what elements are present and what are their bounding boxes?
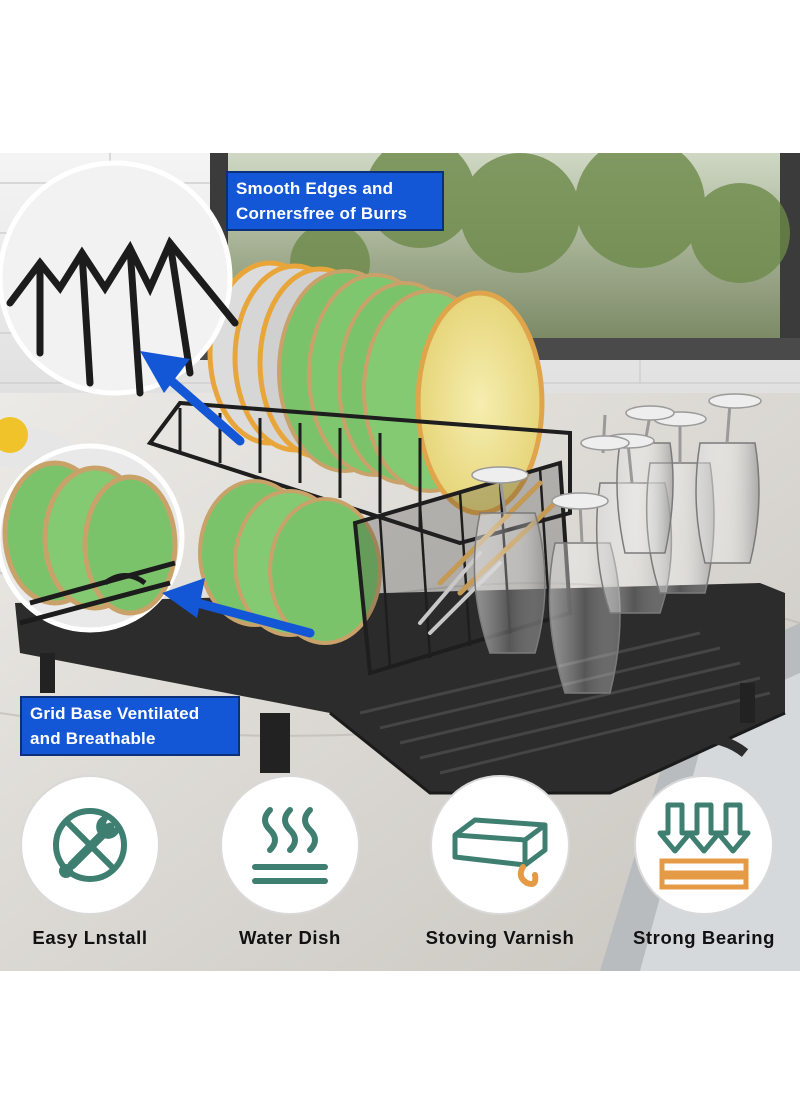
callout-line: Grid Base Ventilated bbox=[30, 704, 200, 723]
feature-easy-install: Easy Lnstall bbox=[0, 775, 180, 965]
downward-load-icon bbox=[634, 775, 774, 915]
feature-stoving-varnish: Stoving Varnish bbox=[410, 775, 590, 965]
callout-smooth-edges: Smooth Edges and Cornersfree of Burrs bbox=[226, 171, 444, 231]
callout-line: Smooth Edges and bbox=[236, 179, 394, 198]
callout-grid-base: Grid Base Ventilated and Breathable bbox=[20, 696, 240, 756]
feature-label: Stoving Varnish bbox=[425, 927, 575, 948]
feature-strong-bearing: Strong Bearing bbox=[614, 775, 794, 965]
feature-label: Easy Lnstall bbox=[32, 927, 148, 948]
callout-line: and Breathable bbox=[30, 729, 156, 748]
feature-water-dish: Water Dish bbox=[200, 775, 380, 965]
callout-line: Cornersfree of Burrs bbox=[236, 204, 408, 223]
steam-waves-icon bbox=[220, 775, 360, 915]
wrench-screwdriver-icon bbox=[20, 775, 160, 915]
feature-label: Water Dish bbox=[239, 927, 341, 948]
feature-label: Strong Bearing bbox=[632, 927, 776, 948]
coated-tray-icon bbox=[430, 775, 570, 915]
